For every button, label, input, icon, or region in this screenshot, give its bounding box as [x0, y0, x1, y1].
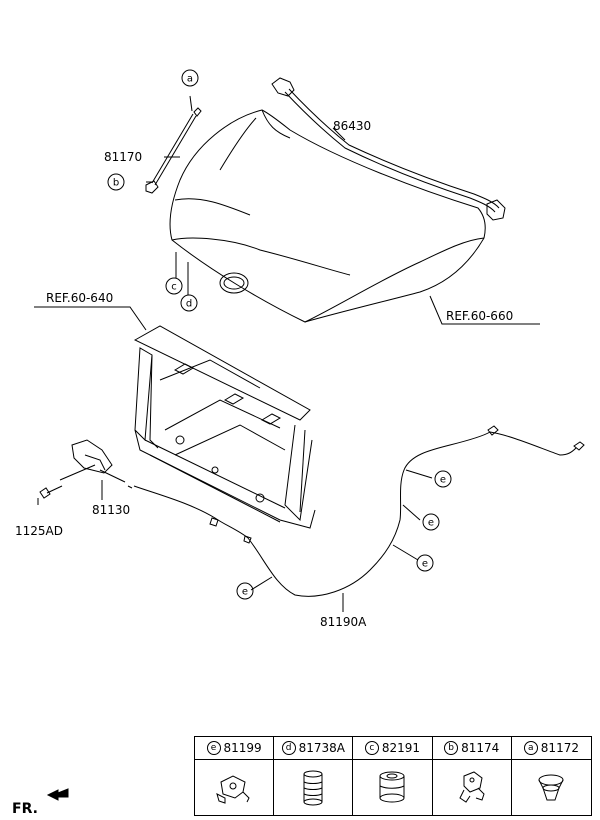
- bolt: [37, 485, 63, 505]
- release-cable: [127, 425, 585, 612]
- callout-circle-e-4: e: [236, 582, 254, 600]
- grommet-icon: [353, 760, 433, 815]
- callout-circle-b: b: [107, 173, 125, 191]
- callout-circle-e-1: e: [434, 470, 452, 488]
- svg-text:b: b: [113, 178, 119, 189]
- ref-left-leader: [34, 306, 147, 331]
- callout-circle-c: c: [165, 277, 183, 295]
- front-direction-arrow: [46, 788, 69, 801]
- callout-circle-a: a: [181, 69, 199, 87]
- label-hood-panel: 86430: [333, 119, 371, 133]
- svg-text:e: e: [242, 587, 248, 598]
- svg-text:e: e: [440, 475, 446, 486]
- svg-text:e: e: [422, 559, 428, 570]
- svg-text:d: d: [186, 299, 192, 310]
- cable-clip-icon: [195, 760, 275, 815]
- callout-circle-e-3: e: [416, 554, 434, 572]
- svg-text:c: c: [171, 282, 177, 293]
- svg-text:e: e: [428, 518, 434, 529]
- label-cable: 81190A: [320, 615, 367, 629]
- label-latch: 81130: [92, 503, 130, 517]
- callout-circle-d: d: [180, 294, 198, 312]
- ref-right-leader: [429, 295, 540, 325]
- label-ref-right: REF.60-660: [446, 309, 513, 323]
- label-hood-stay: 81170: [104, 150, 142, 164]
- front-direction-label: FR.: [12, 801, 38, 817]
- label-bolt: 1125AD: [15, 524, 63, 538]
- bumper-stopper-icon: [274, 760, 354, 815]
- hood-weatherstrip: [271, 77, 506, 221]
- push-clip-icon: [512, 760, 591, 815]
- stay-holder-clip-icon: [433, 760, 512, 815]
- svg-text:a: a: [187, 74, 193, 85]
- label-ref-left: REF.60-640: [46, 291, 113, 305]
- hood-stay-rod: [145, 95, 202, 194]
- hood-latch: [59, 439, 126, 483]
- radiator-support-frame: [133, 325, 316, 529]
- callout-circle-e-2: e: [422, 513, 440, 531]
- hood-panel: [169, 109, 486, 323]
